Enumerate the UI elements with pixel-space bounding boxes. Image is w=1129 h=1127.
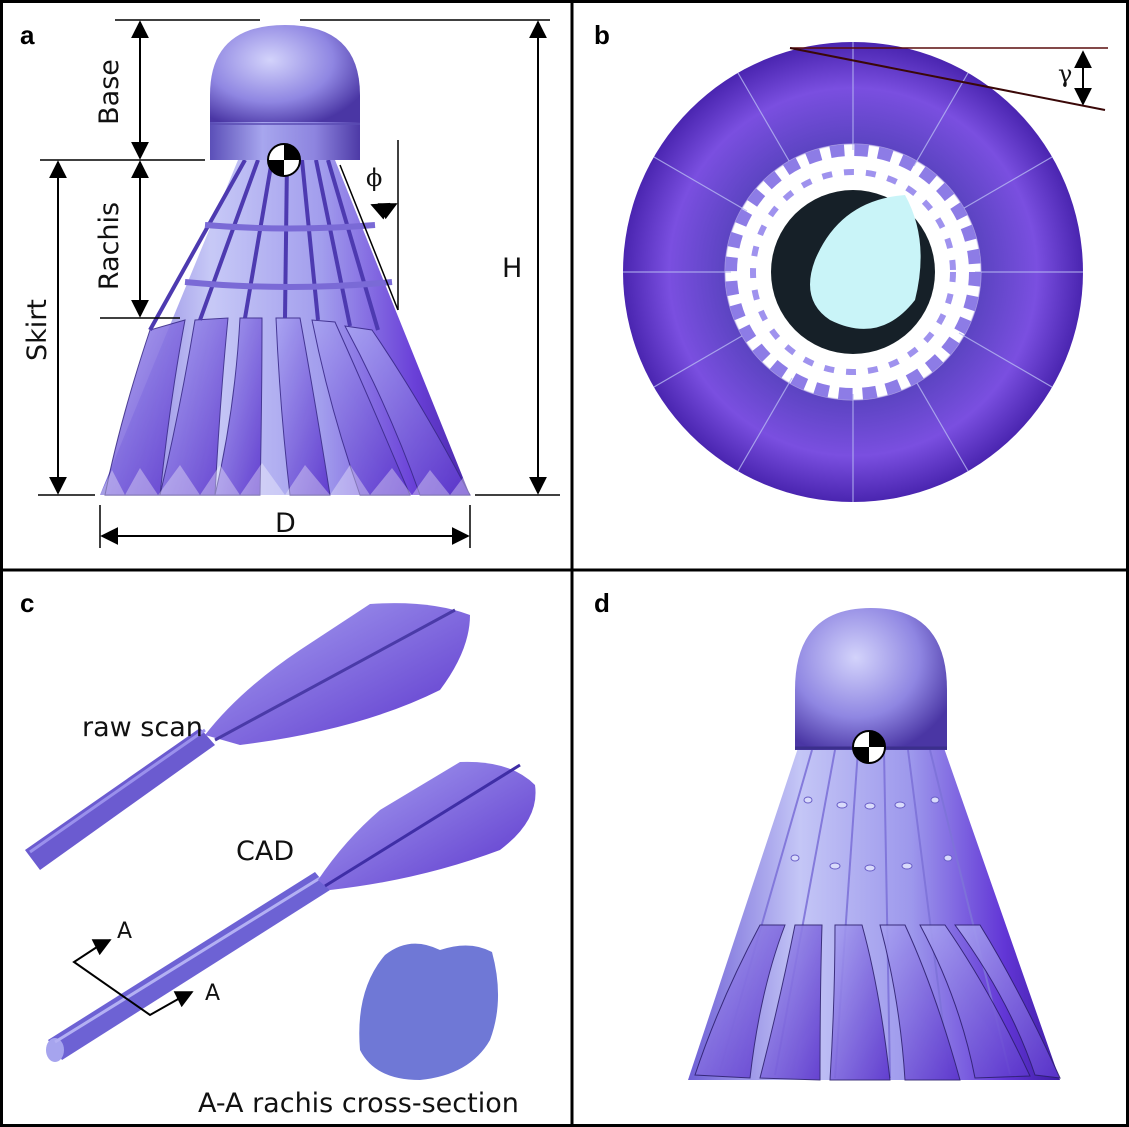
cad-label: CAD	[236, 836, 294, 867]
shuttlecock-top-view	[623, 42, 1083, 502]
section-label-a1: A	[117, 919, 132, 944]
phi-label: ϕ	[366, 164, 382, 192]
center-of-mass-icon	[852, 730, 886, 764]
skirt-label: Skirt	[22, 299, 53, 361]
shuttlecock-side-view	[100, 25, 471, 496]
section-cut-lines	[72, 939, 194, 1017]
gamma-label: γ	[1058, 60, 1072, 88]
raw-scan-feather	[25, 603, 470, 870]
height-label: H	[502, 253, 522, 284]
shuttlecock-front-view	[688, 608, 1061, 1081]
section-label-a2: A	[205, 981, 220, 1006]
gamma-angle: γ	[789, 47, 1108, 111]
cross-section-label: A-A rachis cross-section	[198, 1088, 519, 1119]
rachis-cross-section	[359, 943, 499, 1080]
panel-c: c A A raw scan CAD A-A rachis cross-	[20, 588, 536, 1119]
panel-b: b γ	[594, 20, 1108, 502]
diameter-label: D	[275, 508, 296, 539]
panel-a-letter: a	[20, 20, 35, 50]
base-label: Base	[94, 59, 125, 125]
panel-d: d	[594, 588, 1061, 1081]
raw-scan-label: raw scan	[82, 712, 203, 743]
dimension-lines	[38, 19, 560, 548]
panel-b-letter: b	[594, 20, 610, 50]
rachis-label: Rachis	[94, 202, 125, 290]
panel-a: a	[20, 19, 560, 548]
cad-feather	[46, 761, 536, 1062]
panel-d-letter: d	[594, 588, 610, 618]
center-of-mass-icon	[267, 143, 301, 177]
panel-c-letter: c	[20, 588, 34, 618]
